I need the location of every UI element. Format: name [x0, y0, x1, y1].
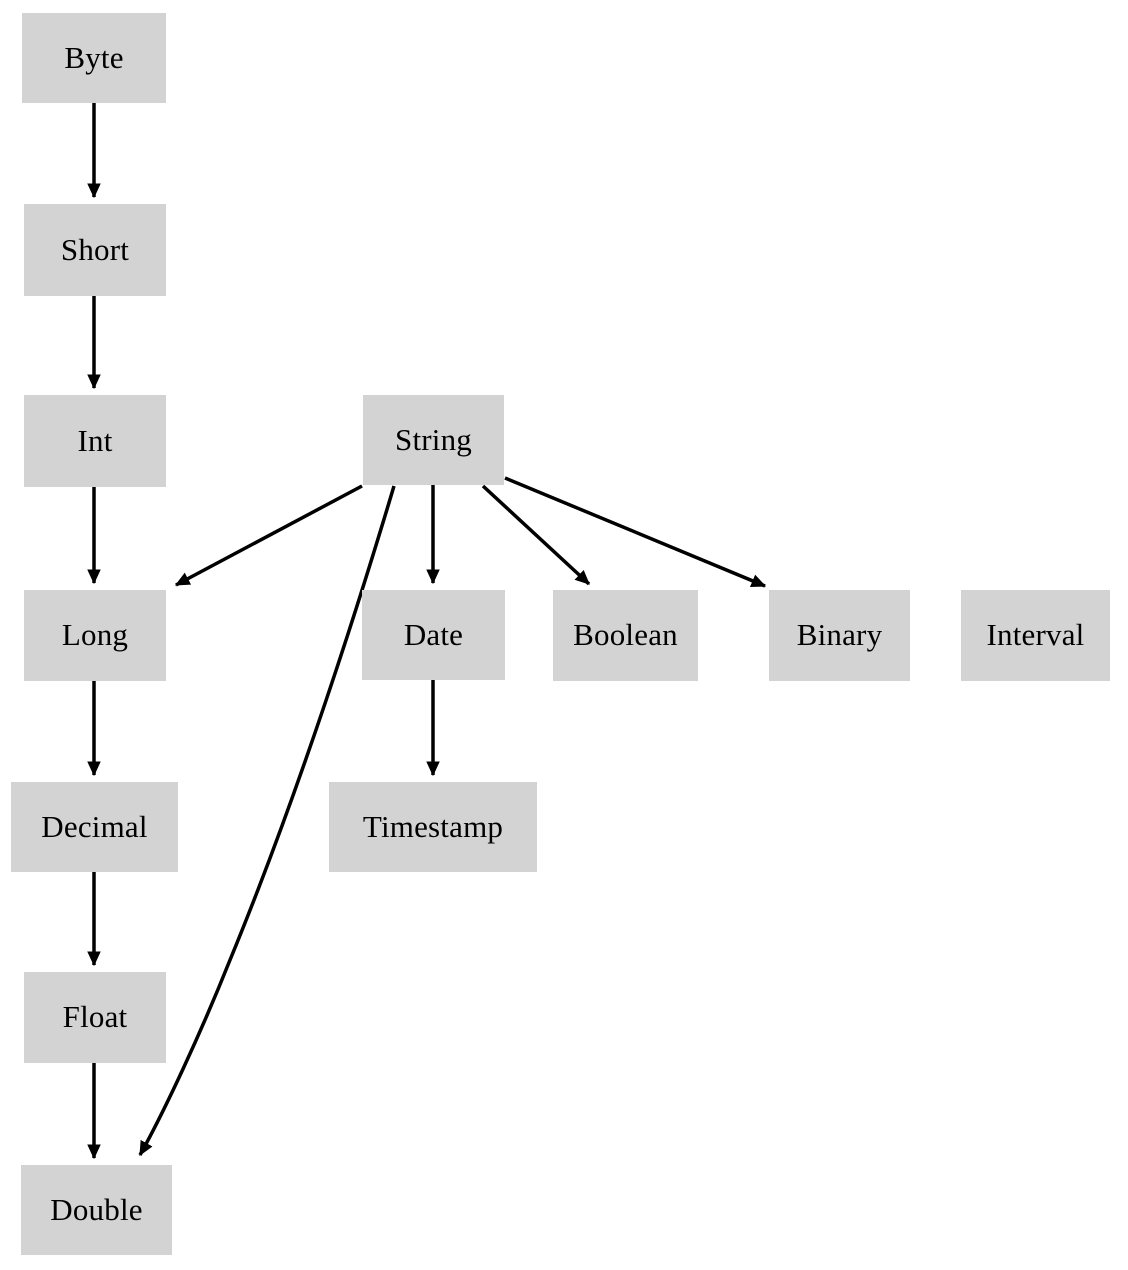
edge-string-boolean — [481, 484, 591, 586]
node-decimal[interactable]: Decimal — [11, 782, 178, 872]
node-short[interactable]: Short — [24, 204, 166, 296]
edge-string-binary — [504, 476, 767, 588]
node-boolean[interactable]: Boolean — [553, 590, 698, 681]
node-binary[interactable]: Binary — [769, 590, 910, 681]
node-float-label: Float — [62, 999, 128, 1034]
node-byte[interactable]: Byte — [22, 13, 166, 103]
node-byte-label: Byte — [64, 39, 124, 75]
node-timestamp[interactable]: Timestamp — [329, 782, 537, 872]
node-long-label: Long — [61, 617, 129, 652]
node-string-label: String — [395, 421, 472, 457]
node-string[interactable]: String — [363, 395, 504, 485]
edge-string-long — [174, 484, 363, 587]
node-short-label: Short — [60, 231, 130, 267]
node-decimal-label: Decimal — [41, 808, 148, 844]
node-int-label: Int — [77, 422, 113, 458]
node-boolean-label: Boolean — [573, 617, 678, 652]
node-long[interactable]: Long — [24, 590, 166, 681]
node-interval[interactable]: Interval — [961, 590, 1110, 681]
node-double-label: Double — [50, 1191, 143, 1227]
node-date-label: Date — [403, 616, 464, 652]
node-timestamp-label: Timestamp — [362, 808, 504, 844]
node-float[interactable]: Float — [24, 972, 166, 1063]
node-interval-label: Interval — [986, 617, 1085, 652]
node-int[interactable]: Int — [24, 395, 166, 487]
node-binary-label: Binary — [796, 617, 883, 652]
node-date[interactable]: Date — [362, 590, 505, 680]
node-double[interactable]: Double — [21, 1165, 172, 1255]
